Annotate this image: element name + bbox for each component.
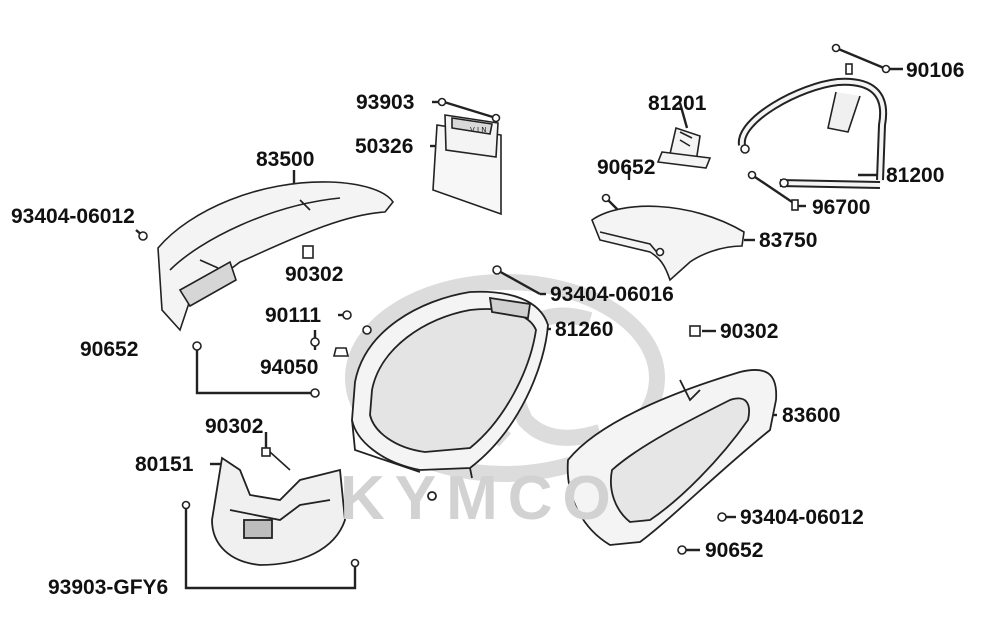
part-90302-low-clip [261,447,291,471]
part-81201-bracket [656,126,712,169]
label-90652-right: 90652 [705,539,764,562]
part-90652-left-bolt [192,341,320,398]
part-93404-06016-bolt [492,265,502,275]
part-81260-helmet-box [351,290,549,479]
label-83500: 83500 [256,148,315,171]
label-93404-06012-left: 93404-06012 [11,205,135,228]
label-94050: 94050 [260,356,319,379]
label-93404-06012-right: 93404-06012 [740,506,864,529]
part-50326-vin-plate: V I N [432,114,502,216]
part-90302-right-clip [689,325,701,337]
label-90302-mid: 90302 [285,263,344,286]
part-90302-mid-clip [302,245,314,259]
part-right-lower-hardware [677,512,727,555]
part-93903-gfy6-screws [181,500,360,568]
label-90652-top: 90652 [597,156,656,179]
part-80151-front-inner-cover [211,456,437,566]
part-93903-screws [437,97,501,123]
kymco-watermark-text: KYMCO [340,464,621,533]
part-83750-rear-cover [591,193,745,282]
label-90302-right: 90302 [720,320,779,343]
label-90652-left: 90652 [80,338,139,361]
label-83600: 83600 [782,404,841,427]
label-93903-top: 93903 [356,91,415,114]
vin-stamp-text: V I N [470,126,487,134]
label-81200: 81200 [886,164,945,187]
label-83750: 83750 [759,229,818,252]
label-80151: 80151 [135,453,194,476]
part-81200-grab-rail [737,77,888,189]
part-90111-94050-hardware [310,310,372,357]
label-90111: 90111 [265,304,322,327]
part-90106-screws [831,43,891,75]
label-93903-gfy6: 93903-GFY6 [48,576,169,599]
part-83500-left-side-cover [138,181,394,332]
part-83600-right-side-cover [566,368,778,546]
label-93404-06016: 93404-06016 [550,283,674,306]
label-81201: 81201 [648,92,707,115]
part-96700-screws [747,170,799,211]
label-96700: 96700 [812,196,871,219]
label-90106: 90106 [906,59,965,82]
label-81260: 81260 [555,318,614,341]
label-90302-low: 90302 [205,415,264,438]
label-50326: 50326 [355,135,414,158]
